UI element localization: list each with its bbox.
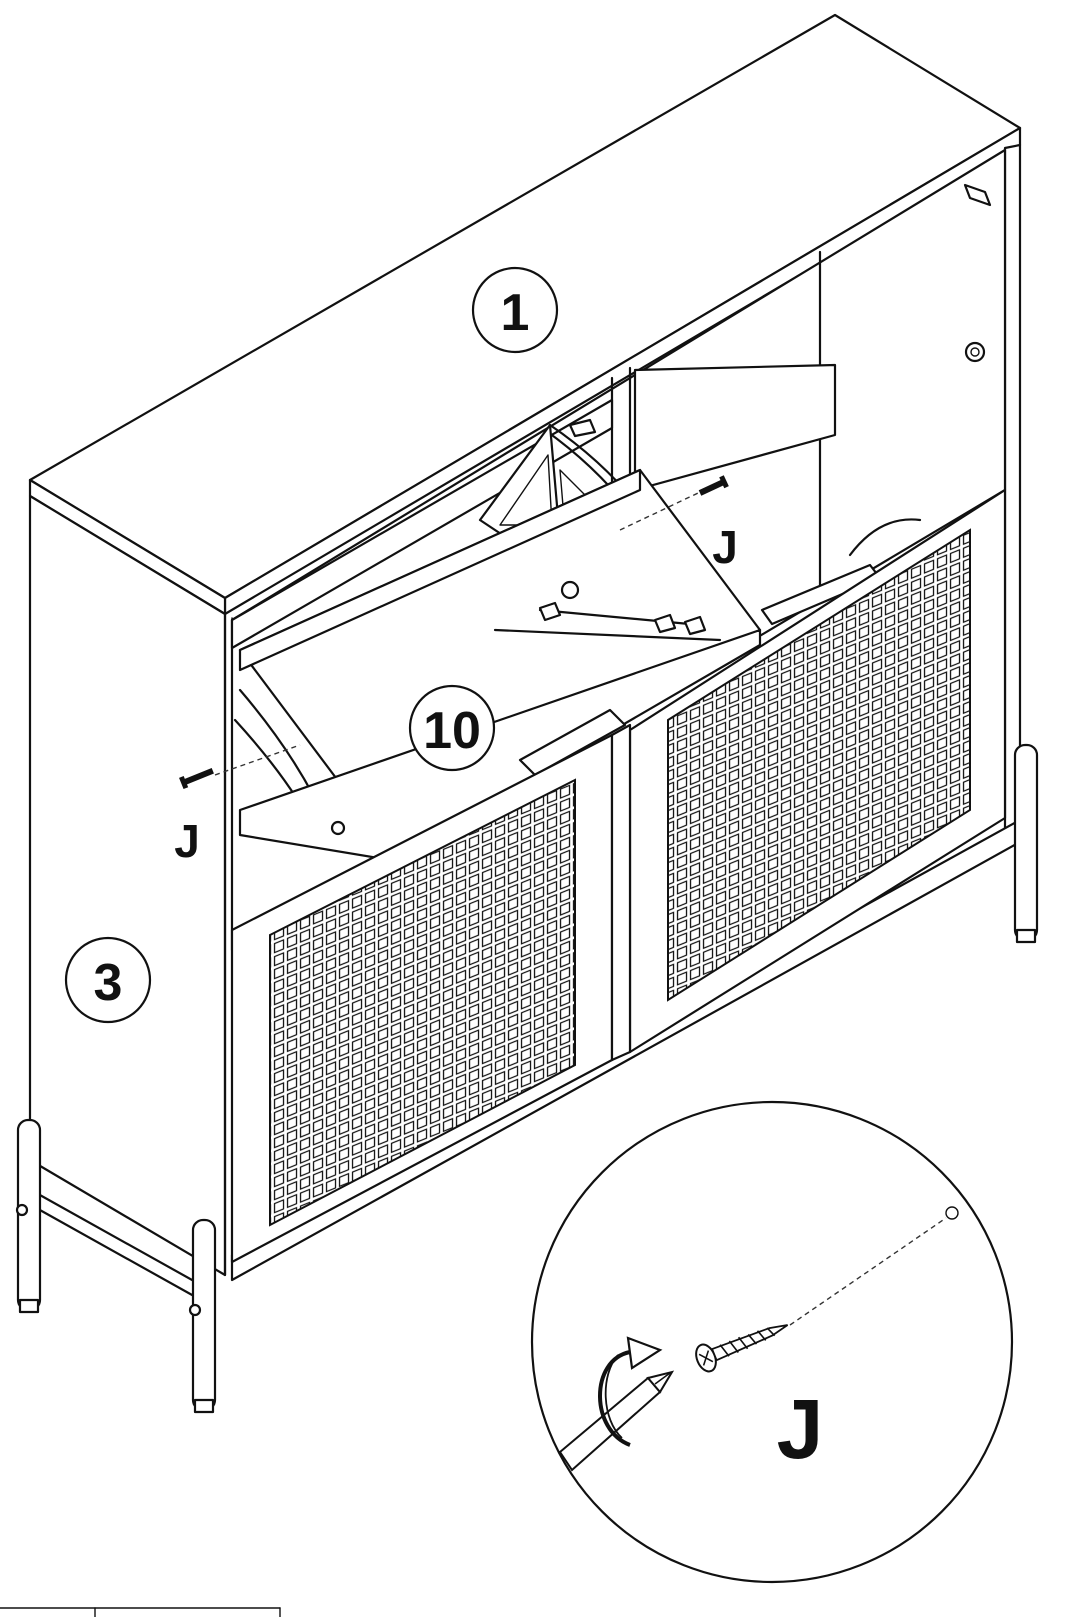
centre-rail <box>633 363 837 492</box>
callout-flap-door: 10 <box>408 684 496 772</box>
hardware-label-left: J <box>174 815 200 867</box>
screw-pointers <box>179 475 729 790</box>
part-label-top-panel: 1 <box>501 284 530 342</box>
flap-assembly <box>233 418 882 862</box>
flap-edge <box>238 468 642 672</box>
screwdriver-icon <box>558 1370 675 1472</box>
part-label-flap-door: 10 <box>423 702 481 760</box>
part-label-side-panel: 3 <box>94 954 123 1012</box>
screw-icon <box>698 475 729 496</box>
hardware-label-right: J <box>712 521 738 573</box>
leg-front-right <box>1013 743 1039 942</box>
door-divider <box>610 723 632 1062</box>
left-side-panel <box>28 494 227 1277</box>
bracket-block <box>568 418 597 438</box>
handle-left <box>518 708 627 777</box>
wood-block <box>963 183 992 207</box>
callout-side-panel: 3 <box>64 936 152 1024</box>
detail-circle <box>530 1100 1014 1584</box>
callout-top-panel: 1 <box>471 266 559 354</box>
legs <box>15 743 1039 1414</box>
hardware-label-detail: J <box>777 1382 824 1476</box>
screw-icon <box>179 767 214 790</box>
lower-doors <box>230 488 1022 1282</box>
left-door-mesh <box>269 778 576 1227</box>
rotate-arrow-icon <box>598 1336 663 1447</box>
detail-inset: J <box>530 1100 1014 1584</box>
cam-lock <box>964 341 986 363</box>
right-side-panel <box>1003 143 1022 832</box>
right-door-mesh <box>667 528 971 1002</box>
screw-icon <box>695 1324 789 1373</box>
upper-shelf <box>230 398 614 650</box>
table-fragment <box>0 1607 281 1617</box>
